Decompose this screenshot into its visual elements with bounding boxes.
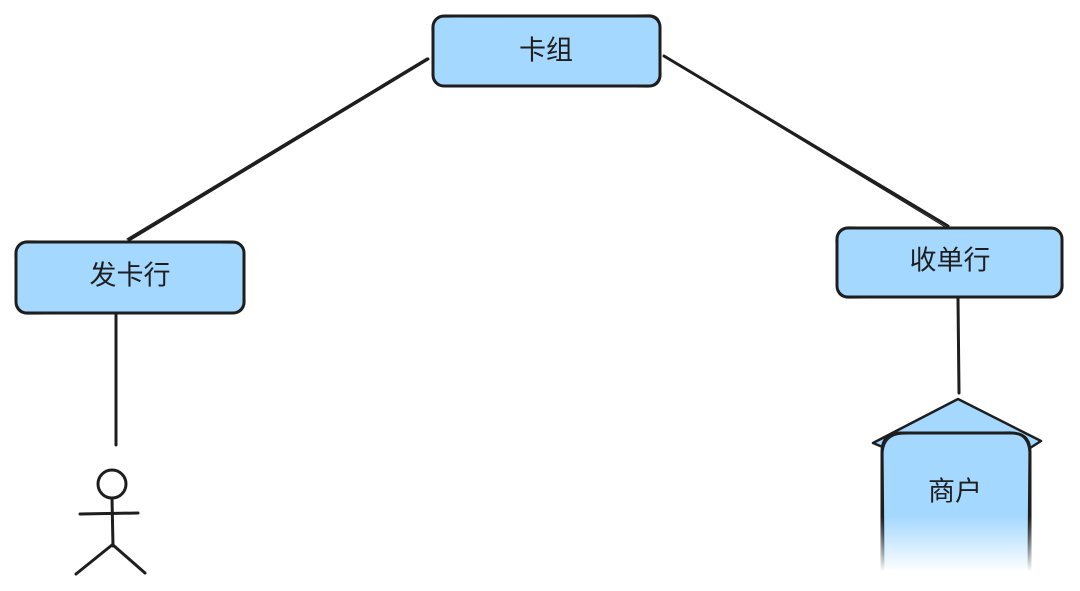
node-card-network-label: 卡组 [519,36,573,67]
node-acquirer: 收单行 [835,226,1064,299]
edge-card-network-to-issuer [126,57,430,242]
edge-acquirer-to-merchant [956,296,961,395]
edge-card-network-to-acquirer [662,54,950,229]
node-issuer: 发卡行 [14,240,246,315]
node-issuer-label: 发卡行 [90,261,171,292]
stick-figure-icon [74,468,147,576]
node-acquirer-label: 收单行 [910,246,991,277]
node-card-network: 卡组 [431,14,662,88]
node-merchant-label: 商户 [928,477,982,508]
store-icon: 商户 [871,397,1043,574]
